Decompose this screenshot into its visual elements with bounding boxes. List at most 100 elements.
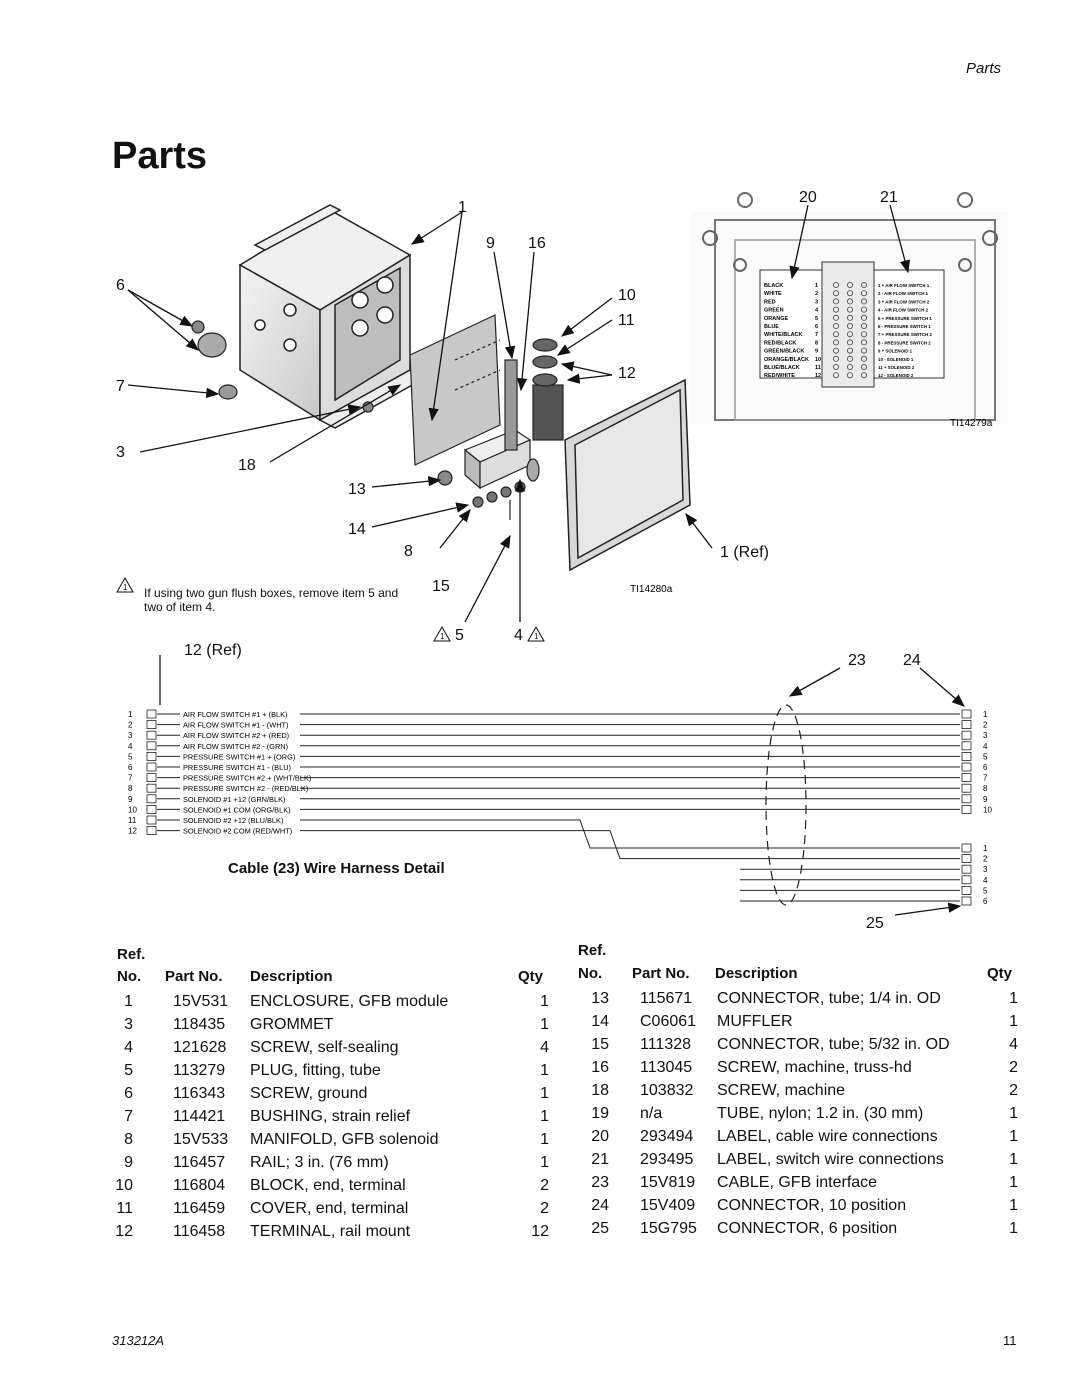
label-number: 7 [815, 332, 818, 338]
qty-cell: 1 [1009, 1220, 1018, 1237]
description-cell: TERMINAL, rail mount [250, 1223, 411, 1240]
label-number: 1 [815, 283, 818, 289]
label-color: GREEN [764, 308, 784, 314]
terminal-screw [833, 331, 840, 338]
connector-6-pin [961, 843, 972, 853]
description-cell: CONNECTOR, 10 position [717, 1197, 907, 1214]
callout-12-ref: 12 (Ref) [184, 642, 242, 659]
harness-caption: Cable (23) Wire Harness Detail [228, 860, 445, 877]
ref-cell: 21 [591, 1151, 609, 1168]
terminal-screw [833, 306, 840, 313]
connector-10-pin [961, 752, 972, 761]
harness-wire-label: PRESSURE SWITCH #2 + (WHT/BLK) [183, 774, 311, 783]
connector-10-pin-number: 9 [983, 795, 988, 804]
terminal-screw [833, 363, 840, 370]
label-number: 6 [815, 324, 818, 330]
terminal-screw [847, 363, 854, 370]
connector-10-pin [961, 773, 972, 782]
harness-pin [146, 730, 157, 740]
ref-cell: 19 [591, 1105, 609, 1122]
label-number: 10 [815, 357, 821, 363]
qty-cell: 1 [1009, 1105, 1018, 1122]
qty-cell: 2 [1009, 1082, 1018, 1099]
running-header-section: Parts [966, 60, 1002, 77]
connector-10-pin [961, 805, 972, 814]
terminal-screw [847, 314, 854, 321]
part-number-cell: 116457 [173, 1154, 226, 1171]
harness-wire-label: SOLENOID #2 +12 (BLU/BLK) [183, 816, 283, 825]
connector-10-pin [961, 794, 972, 804]
part-number-cell: 103832 [640, 1082, 694, 1099]
label-number: 3 [815, 299, 818, 305]
connector-10-pin [961, 741, 972, 751]
connector-10-pin-number: 2 [983, 721, 988, 730]
header-no: No. [117, 968, 142, 985]
harness-wire [300, 830, 960, 860]
harness-pin-number: 4 [128, 742, 133, 751]
ref-cell: 13 [591, 990, 609, 1007]
connector-6-pin [961, 875, 972, 885]
label-number: 5 [815, 316, 818, 322]
qty-cell: 1 [1009, 1174, 1018, 1191]
terminal-screw [833, 347, 840, 354]
terminal-screw [861, 314, 868, 321]
harness-pin-number: 10 [128, 805, 137, 814]
terminal-screw [847, 331, 854, 338]
terminal-screw [861, 372, 868, 379]
part-number-cell: n/a [640, 1105, 663, 1122]
label-description: 8 - PRESSURE SWITCH 2 [878, 340, 931, 345]
callout-5: 5 [455, 627, 464, 644]
header-description: Description [715, 965, 798, 982]
callout-6: 6 [116, 277, 125, 294]
connector-6-pin-number: 1 [983, 844, 988, 853]
warning-number: 1 [534, 632, 539, 641]
label-number: 12 [815, 373, 821, 379]
label-description: 9 + SOLENOID 1 [878, 349, 913, 354]
part-number-cell: 15V533 [173, 1131, 229, 1148]
description-cell: SCREW, self-sealing [250, 1039, 399, 1056]
terminal-screw [847, 322, 854, 329]
qty-cell: 1 [540, 1131, 549, 1148]
connector-10-pin-number: 6 [983, 763, 988, 772]
header-ref: Ref. [578, 942, 607, 959]
harness-pin [146, 741, 157, 751]
label-number: 8 [815, 340, 818, 346]
page-number: 11 [1003, 1333, 1017, 1348]
description-cell: RAIL; 3 in. (76 mm) [250, 1154, 389, 1171]
harness-pin [146, 720, 157, 729]
harness-wire-label: SOLENOID #1 +12 (GRN/BLK) [183, 795, 285, 804]
qty-cell: 4 [540, 1039, 549, 1056]
callout-11: 11 [618, 312, 635, 329]
connector-10-pin [961, 762, 972, 772]
harness-pin-number: 5 [128, 752, 133, 761]
part-number-cell: 116343 [173, 1085, 226, 1102]
terminal-screw [833, 372, 840, 379]
connector-6-pin [961, 864, 972, 874]
terminal-screw [833, 339, 840, 346]
harness-pin [146, 752, 157, 761]
terminal-screw [847, 306, 854, 313]
qty-cell: 1 [540, 993, 549, 1010]
label-color: RED/WHITE [764, 373, 795, 379]
page-title: Parts [112, 135, 208, 177]
harness-pin-number: 8 [128, 784, 133, 793]
part-number-cell: C06061 [640, 1013, 697, 1030]
connector-10-pin-number: 7 [983, 774, 988, 783]
qty-cell: 1 [1009, 1197, 1018, 1214]
callout-1-ref: 1 (Ref) [720, 544, 769, 561]
part-number-cell: 116458 [173, 1223, 226, 1240]
callout-15: 15 [432, 578, 450, 595]
header-part-no: Part No. [632, 965, 690, 982]
qty-cell: 12 [531, 1223, 549, 1240]
label-description: 10 - SOLENOID 1 [878, 357, 914, 362]
connector-10-pin [961, 783, 972, 793]
